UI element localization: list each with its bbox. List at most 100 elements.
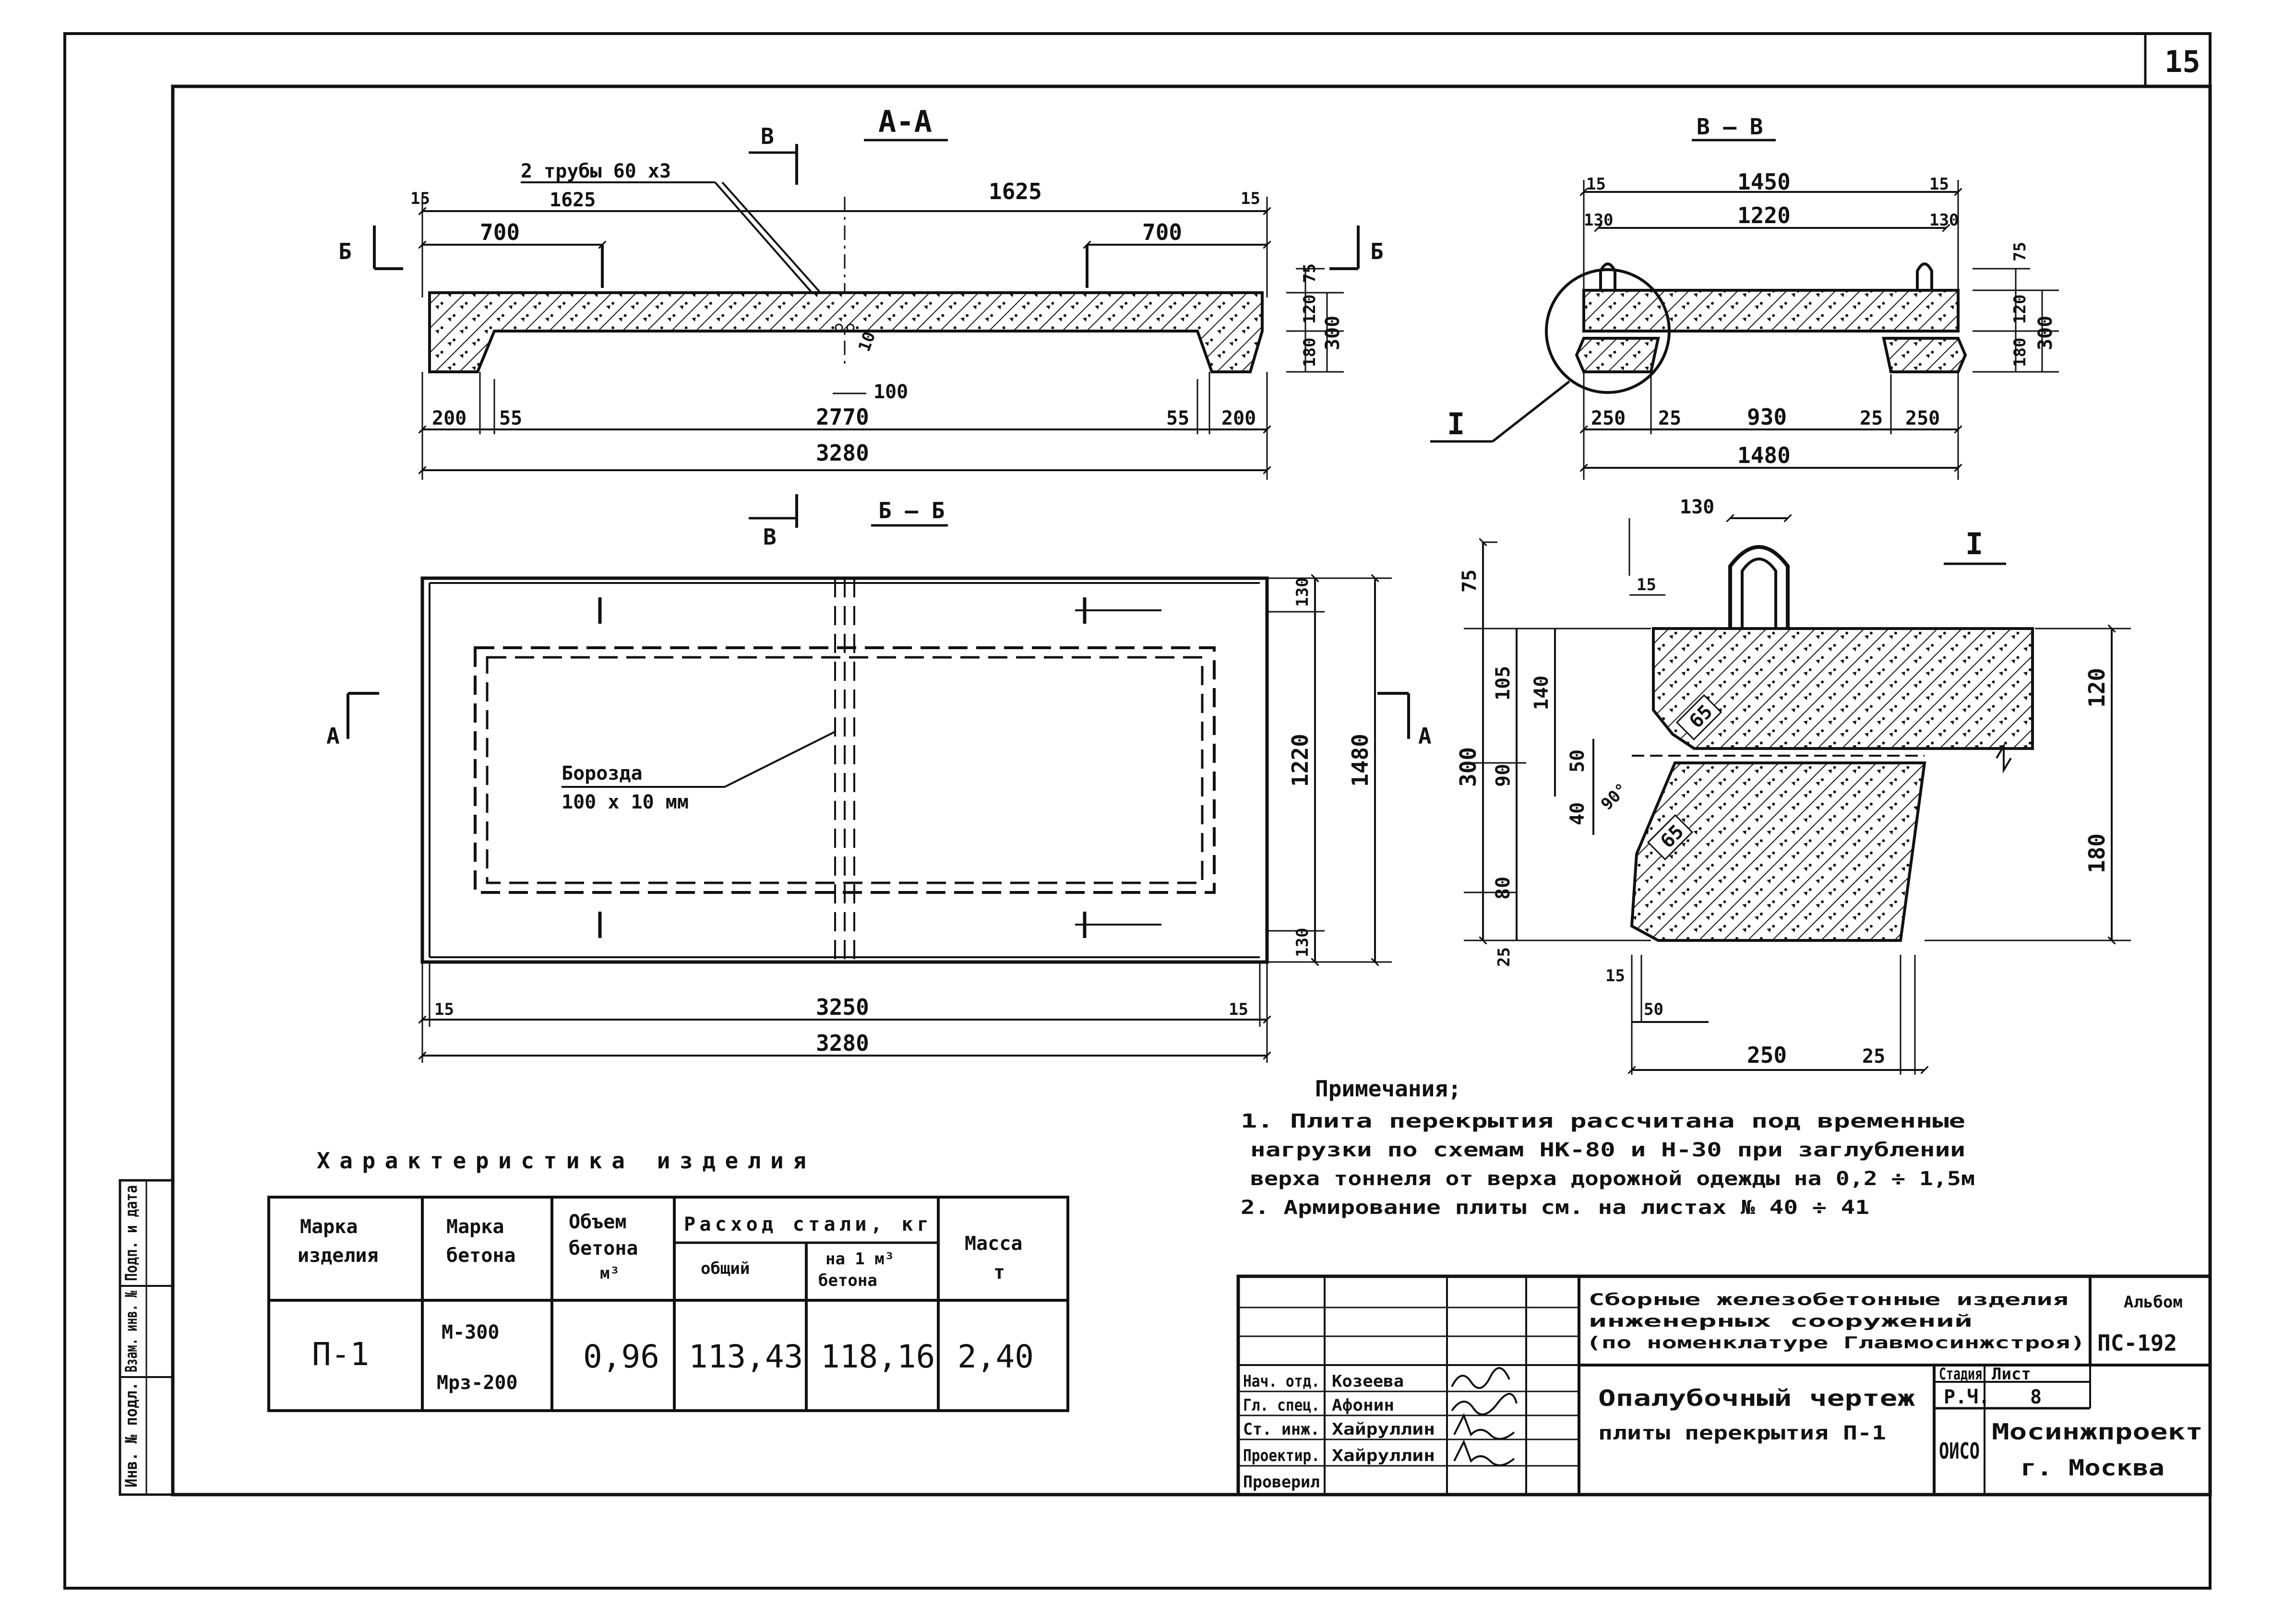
svg-text:ОИСО: ОИСО	[1939, 1438, 1980, 1464]
svg-text:130: 130	[1929, 211, 1959, 230]
svg-text:3280: 3280	[816, 1030, 869, 1056]
svg-text:Козеева: Козеева	[1332, 1372, 1404, 1391]
svg-text:изделия: изделия	[298, 1245, 379, 1267]
cell-volume: 0,96	[583, 1338, 659, 1375]
svg-text:1220: 1220	[1287, 734, 1313, 787]
svg-text:1625: 1625	[550, 189, 596, 211]
svg-text:Взам. инв. №: Взам. инв. №	[122, 1291, 141, 1372]
detail-mark-i: I	[1447, 406, 1465, 441]
page-number-box	[2144, 32, 2212, 88]
svg-text:1480: 1480	[1737, 442, 1791, 468]
groove-label: Борозда	[562, 762, 643, 784]
section-aa-title: А-А	[878, 104, 932, 139]
svg-text:930: 930	[1747, 404, 1787, 430]
svg-text:15: 15	[1637, 575, 1656, 594]
svg-text:Хайруллин: Хайруллин	[1332, 1446, 1435, 1465]
notes-title: Примечания;	[1315, 1076, 1461, 1102]
svg-text:2770: 2770	[816, 404, 869, 430]
svg-text:Б: Б	[1370, 238, 1384, 264]
svg-text:15: 15	[410, 189, 430, 208]
svg-text:Афонин: Афонин	[1332, 1396, 1394, 1415]
page-number: 15	[2164, 44, 2200, 79]
svg-text:50: 50	[1567, 749, 1589, 772]
slab-section-vv	[1575, 289, 1967, 373]
signature-1	[1451, 1367, 1510, 1389]
cut-mark-b: В	[761, 123, 774, 149]
svg-text:Объем: Объем	[569, 1211, 626, 1233]
svg-text:Альбом: Альбом	[2124, 1293, 2183, 1312]
svg-text:В: В	[763, 524, 777, 550]
svg-text:А: А	[326, 723, 340, 749]
section-vv-title: В – В	[1697, 114, 1763, 140]
svg-text:80: 80	[1492, 877, 1514, 900]
svg-text:ПС-192: ПС-192	[2097, 1330, 2177, 1356]
svg-text:55: 55	[1166, 407, 1189, 429]
svg-text:Расход стали, кг: Расход стали, кг	[684, 1213, 929, 1236]
svg-text:250: 250	[1905, 407, 1940, 429]
cell-steel-total: 113,43	[689, 1338, 803, 1375]
svg-text:плиты перекрытия П-1: плиты перекрытия П-1	[1598, 1422, 1886, 1444]
svg-text:250: 250	[1591, 407, 1626, 429]
svg-text:1220: 1220	[1737, 202, 1791, 228]
cell-concrete-1: М-300	[442, 1321, 499, 1343]
signature-4	[1453, 1439, 1515, 1466]
svg-text:250: 250	[1747, 1042, 1787, 1068]
signature-3	[1453, 1413, 1515, 1440]
svg-text:Опалубочный чертеж: Опалубочный чертеж	[1598, 1385, 1915, 1411]
svg-text:Гл. спец.: Гл. спец.	[1243, 1396, 1320, 1415]
svg-text:25: 25	[1495, 947, 1514, 967]
detail-i-title: I	[1965, 526, 1983, 561]
svg-text:90°: 90°	[1597, 780, 1632, 814]
cell-mark: П-1	[312, 1336, 369, 1373]
note-line-1: 1. Плита перекрытия рассчитана под време…	[1241, 1110, 1965, 1132]
side-stamp: Инв. № подл. Подп. и дата Взам. инв. №	[119, 1179, 174, 1496]
svg-text:Проектир.: Проектир.	[1243, 1446, 1320, 1465]
svg-text:40: 40	[1567, 802, 1589, 825]
svg-text:бетона: бетона	[818, 1271, 877, 1290]
detail-top-slab	[1652, 627, 2034, 750]
spec-table: Характеристика изделия Марка изделия Мар…	[267, 1148, 1069, 1412]
svg-text:8: 8	[2030, 1386, 2042, 1408]
inner-frame	[171, 84, 2212, 1497]
svg-text:105: 105	[1492, 666, 1514, 701]
svg-text:А: А	[1418, 723, 1432, 749]
svg-text:Масса: Масса	[965, 1233, 1022, 1255]
svg-text:300: 300	[1322, 316, 1344, 350]
svg-text:300: 300	[2034, 316, 2057, 350]
svg-text:120: 120	[1300, 295, 1319, 324]
detail-i: I 130 15 65 65 90° 75 300 105 90 8	[1455, 496, 2131, 1075]
svg-text:Мосинжпроект: Мосинжпроект	[1992, 1419, 2203, 1445]
section-bb: Б – Б В Борозда 100 х 10 мм А А	[326, 494, 1432, 1063]
svg-text:10: 10	[855, 329, 880, 354]
note-line-4: 2. Армирование плиты см. на листах № 40 …	[1241, 1197, 1869, 1219]
svg-text:Марка: Марка	[300, 1216, 358, 1238]
groove-size: 100 х 10 мм	[562, 791, 689, 813]
svg-text:130: 130	[1680, 496, 1714, 518]
note-line-3: верха тоннеля от верха дорожной одежды н…	[1250, 1168, 1975, 1190]
svg-text:25: 25	[1860, 407, 1883, 429]
slab-section-aa	[428, 291, 1264, 373]
svg-text:180: 180	[2084, 833, 2110, 873]
spec-table-title: Характеристика изделия	[317, 1148, 806, 1174]
svg-text:Ст. инж.: Ст. инж.	[1243, 1420, 1320, 1439]
svg-text:700: 700	[480, 219, 520, 245]
svg-text:75: 75	[1459, 570, 1481, 593]
svg-text:15: 15	[1586, 175, 1606, 194]
svg-text:130: 130	[1293, 578, 1312, 607]
note-line-2: нагрузки по схемам НК-80 и Н-30 при загл…	[1250, 1139, 1965, 1161]
svg-text:т: т	[993, 1261, 1005, 1283]
section-aa: А-А В 2 трубы 60 х3 15 15 1625 1625 700 …	[338, 104, 1384, 480]
svg-text:180: 180	[1300, 338, 1319, 367]
svg-text:3250: 3250	[816, 994, 869, 1020]
svg-text:300: 300	[1455, 747, 1481, 787]
svg-text:г. Москва: г. Москва	[2021, 1455, 2164, 1481]
svg-text:25: 25	[1862, 1046, 1885, 1068]
svg-text:100: 100	[873, 381, 908, 403]
svg-text:25: 25	[1658, 407, 1681, 429]
cell-concrete-2: Мрз-200	[437, 1372, 518, 1394]
cell-steel-per: 118,16	[821, 1338, 935, 1375]
svg-text:бетона: бетона	[446, 1245, 516, 1267]
svg-text:15: 15	[1229, 1000, 1248, 1019]
svg-text:1625: 1625	[989, 178, 1042, 204]
